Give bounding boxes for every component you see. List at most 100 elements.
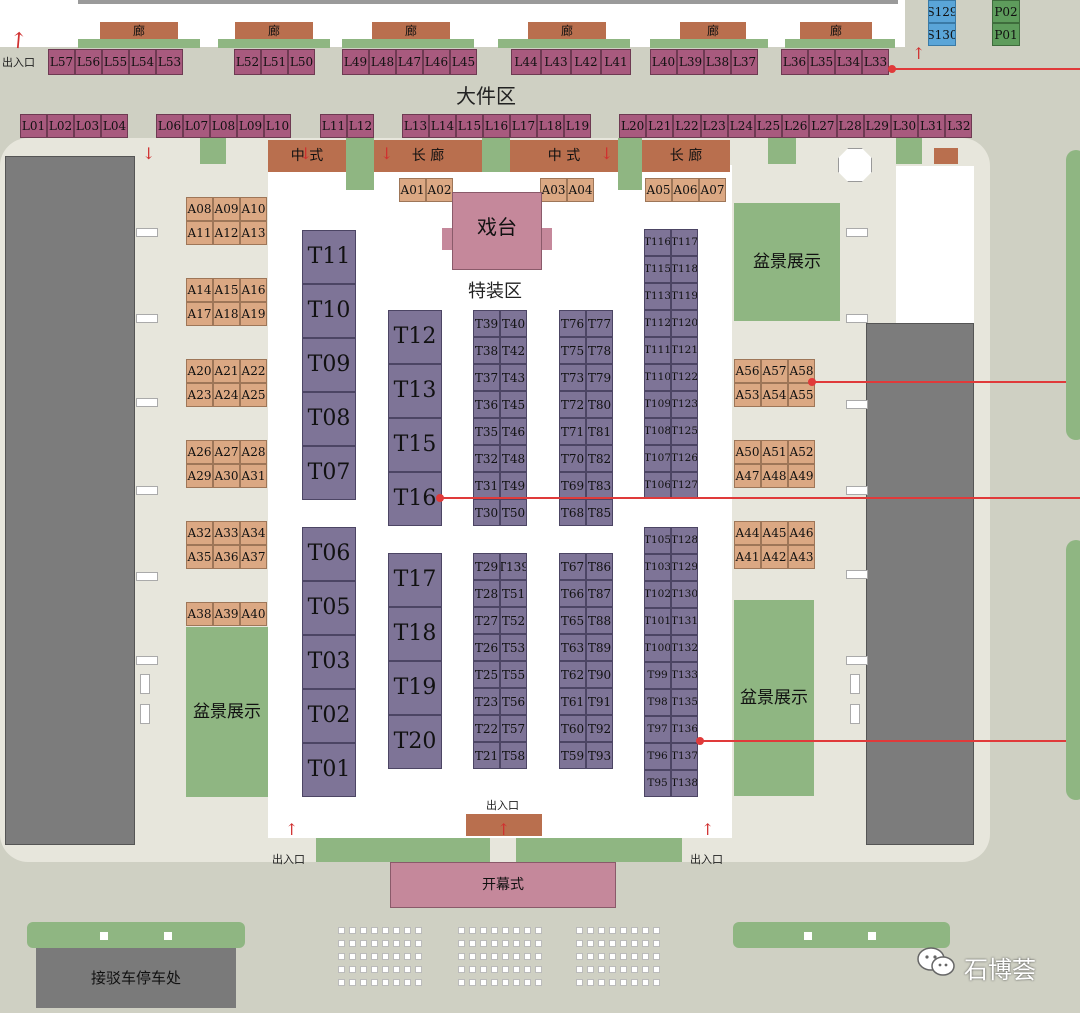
booth-a08[interactable]: A08 — [186, 197, 213, 221]
booth-t01[interactable]: T01 — [302, 743, 356, 797]
booth-a36[interactable]: A36 — [213, 545, 240, 569]
booth-t75[interactable]: T75 — [559, 337, 586, 364]
booth-t21[interactable]: T21 — [473, 742, 500, 769]
booth-l40[interactable]: L40 — [650, 49, 677, 75]
booth-t12[interactable]: T12 — [388, 310, 442, 364]
booth-t16[interactable]: T16 — [388, 472, 442, 526]
booth-l12[interactable]: L12 — [347, 114, 374, 138]
booth-a29[interactable]: A29 — [186, 464, 213, 488]
booth-a05[interactable]: A05 — [645, 178, 672, 202]
booth-t49[interactable]: T49 — [500, 472, 527, 499]
booth-l10[interactable]: L10 — [264, 114, 291, 138]
booth-t15[interactable]: T15 — [388, 418, 442, 472]
booth-t76[interactable]: T76 — [559, 310, 586, 337]
booth-t48[interactable]: T48 — [500, 445, 527, 472]
booth-t58[interactable]: T58 — [500, 742, 527, 769]
booth-l36[interactable]: L36 — [781, 49, 808, 75]
booth-l53[interactable]: L53 — [156, 49, 183, 75]
booth-l28[interactable]: L28 — [836, 114, 864, 138]
booth-l30[interactable]: L30 — [890, 114, 919, 138]
booth-l42[interactable]: L42 — [571, 49, 601, 75]
booth-t70[interactable]: T70 — [559, 445, 586, 472]
booth-a30[interactable]: A30 — [213, 464, 240, 488]
booth-l55[interactable]: L55 — [102, 49, 129, 75]
booth-l46[interactable]: L46 — [423, 49, 450, 75]
booth-t53[interactable]: T53 — [500, 634, 527, 661]
booth-t91[interactable]: T91 — [586, 688, 613, 715]
booth-l02[interactable]: L02 — [47, 114, 74, 138]
booth-t92[interactable]: T92 — [586, 715, 613, 742]
booth-t115[interactable]: T115 — [644, 256, 671, 283]
booth-l07[interactable]: L07 — [183, 114, 210, 138]
booth-a20[interactable]: A20 — [186, 359, 213, 383]
booth-t108[interactable]: T108 — [644, 418, 671, 445]
booth-t11[interactable]: T11 — [302, 230, 356, 284]
booth-t57[interactable]: T57 — [500, 715, 527, 742]
booth-a02[interactable]: A02 — [426, 178, 453, 202]
booth-t85[interactable]: T85 — [586, 499, 613, 526]
booth-t119[interactable]: T119 — [671, 283, 698, 310]
booth-a39[interactable]: A39 — [213, 602, 240, 626]
booth-t25[interactable]: T25 — [473, 661, 500, 688]
booth-l22[interactable]: L22 — [673, 114, 701, 138]
booth-a25[interactable]: A25 — [240, 383, 267, 407]
booth-l01[interactable]: L01 — [20, 114, 47, 138]
booth-a26[interactable]: A26 — [186, 440, 213, 464]
booth-t100[interactable]: T100 — [644, 635, 671, 662]
booth-t111[interactable]: T111 — [644, 337, 671, 364]
booth-a32[interactable]: A32 — [186, 521, 213, 545]
booth-a01[interactable]: A01 — [399, 178, 426, 202]
booth-l48[interactable]: L48 — [369, 49, 396, 75]
booth-t50[interactable]: T50 — [500, 499, 527, 526]
booth-t87[interactable]: T87 — [586, 580, 613, 607]
booth-t109[interactable]: T109 — [644, 391, 671, 418]
booth-a46[interactable]: A46 — [788, 521, 815, 545]
booth-a31[interactable]: A31 — [240, 464, 267, 488]
booth-a24[interactable]: A24 — [213, 383, 240, 407]
booth-t113[interactable]: T113 — [644, 283, 671, 310]
booth-l52[interactable]: L52 — [234, 49, 261, 75]
booth-l50[interactable]: L50 — [288, 49, 315, 75]
booth-a54[interactable]: A54 — [761, 383, 788, 407]
booth-t67[interactable]: T67 — [559, 553, 586, 580]
booth-t122[interactable]: T122 — [671, 364, 698, 391]
booth-l38[interactable]: L38 — [704, 49, 731, 75]
booth-t65[interactable]: T65 — [559, 607, 586, 634]
booth-t13[interactable]: T13 — [388, 364, 442, 418]
booth-t89[interactable]: T89 — [586, 634, 613, 661]
booth-t07[interactable]: T07 — [302, 446, 356, 500]
booth-t102[interactable]: T102 — [644, 581, 671, 608]
booth-t03[interactable]: T03 — [302, 635, 356, 689]
booth-a51[interactable]: A51 — [761, 440, 788, 464]
booth-t71[interactable]: T71 — [559, 418, 586, 445]
booth-t132[interactable]: T132 — [671, 635, 698, 662]
booth-a10[interactable]: A10 — [240, 197, 267, 221]
booth-l06[interactable]: L06 — [156, 114, 183, 138]
booth-l45[interactable]: L45 — [450, 49, 477, 75]
booth-t99[interactable]: T99 — [644, 662, 671, 689]
booth-a06[interactable]: A06 — [672, 178, 699, 202]
booth-t55[interactable]: T55 — [500, 661, 527, 688]
booth-t10[interactable]: T10 — [302, 284, 356, 338]
booth-l32[interactable]: L32 — [945, 114, 973, 138]
booth-p02[interactable]: P02 — [992, 0, 1020, 23]
booth-a41[interactable]: A41 — [734, 545, 761, 569]
booth-a49[interactable]: A49 — [788, 464, 815, 488]
booth-a15[interactable]: A15 — [213, 278, 240, 302]
booth-t77[interactable]: T77 — [586, 310, 613, 337]
booth-s130[interactable]: S130 — [928, 23, 956, 46]
booth-l18[interactable]: L18 — [537, 114, 564, 138]
booth-a40[interactable]: A40 — [240, 602, 267, 626]
booth-t96[interactable]: T96 — [644, 743, 671, 770]
booth-l15[interactable]: L15 — [456, 114, 483, 138]
booth-t101[interactable]: T101 — [644, 608, 671, 635]
booth-t78[interactable]: T78 — [586, 337, 613, 364]
booth-a56[interactable]: A56 — [734, 359, 761, 383]
booth-a44[interactable]: A44 — [734, 521, 761, 545]
booth-t08[interactable]: T08 — [302, 392, 356, 446]
booth-a17[interactable]: A17 — [186, 302, 213, 326]
booth-l49[interactable]: L49 — [342, 49, 369, 75]
booth-a35[interactable]: A35 — [186, 545, 213, 569]
booth-t73[interactable]: T73 — [559, 364, 586, 391]
booth-a03[interactable]: A03 — [540, 178, 567, 202]
